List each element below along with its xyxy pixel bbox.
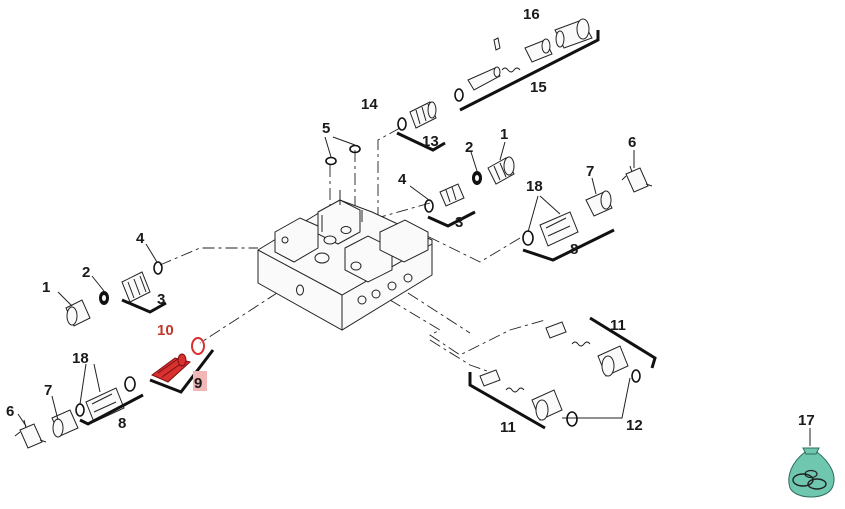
part-18-oring-left[interactable] (124, 376, 136, 392)
part-12-oring-lower[interactable] (566, 411, 578, 427)
part-15-piston[interactable] (467, 66, 501, 91)
part-labels: 16 15 14 13 5 1 6 2 7 4 18 3 8 4 2 1 3 1… (6, 6, 815, 436)
label-3-left: 3 (157, 291, 165, 308)
leader-5 (324, 136, 356, 158)
bracket-11-lower (468, 372, 546, 430)
part-11-bolt-upper[interactable] (545, 321, 567, 339)
label-9: 9 (194, 375, 202, 392)
part-3-plug-left[interactable] (121, 271, 151, 303)
part-12-oring-upper[interactable] (631, 369, 641, 383)
label-8-left: 8 (118, 415, 126, 432)
label-10: 10 (157, 322, 174, 339)
label-18-right: 18 (526, 178, 543, 195)
part-18-screen-left[interactable] (85, 387, 125, 423)
part-9-highlight-box (193, 371, 207, 391)
label-4-right: 4 (398, 171, 407, 188)
part-11-spring-lower[interactable] (505, 387, 525, 393)
part-7-plug-right[interactable] (585, 190, 613, 217)
part-9-valve[interactable] (151, 353, 192, 383)
bracket-8-left (79, 393, 144, 426)
label-4-left: 4 (136, 230, 145, 247)
leaders-right (409, 141, 506, 201)
label-1-left: 1 (42, 279, 50, 296)
label-18-left: 18 (72, 350, 89, 367)
label-1-right: 1 (500, 126, 508, 143)
label-7-right: 7 (586, 163, 594, 180)
part-15-spring[interactable] (501, 67, 521, 73)
label-2-left: 2 (82, 264, 90, 281)
bracket-9 (149, 349, 215, 394)
label-14: 14 (361, 96, 378, 113)
part-10-oring[interactable] (191, 337, 205, 355)
bracket-3-left (121, 298, 167, 314)
valve-body[interactable] (257, 190, 433, 331)
part-4-oring-right[interactable] (424, 199, 434, 213)
leaders-left (57, 243, 158, 307)
part-1-plug-left[interactable] (65, 299, 91, 327)
label-3-right: 3 (455, 214, 463, 231)
label-5: 5 (322, 120, 330, 137)
part-7-plug-left[interactable] (51, 409, 79, 438)
label-8-right: 8 (570, 241, 578, 258)
part-11-plug-lower[interactable] (531, 389, 563, 421)
part-16-cylinder[interactable] (554, 18, 593, 49)
leaders-right-18 (527, 150, 635, 233)
label-6-left: 6 (6, 403, 14, 420)
label-2-right: 2 (465, 139, 473, 156)
part-18-screen-right[interactable] (539, 211, 579, 247)
bracket-8-right (522, 228, 615, 262)
label-16: 16 (523, 6, 540, 23)
part-5-oring-a[interactable] (325, 156, 337, 166)
part-18-oring-right[interactable] (522, 230, 534, 246)
part-11-spring-upper[interactable] (571, 341, 591, 347)
label-13: 13 (422, 133, 439, 150)
label-17: 17 (798, 412, 815, 429)
bracket-15 (459, 30, 600, 112)
part-2-ring-left[interactable] (99, 291, 109, 305)
part-14-oring[interactable] (397, 117, 407, 131)
label-11-upper: 11 (610, 317, 626, 334)
bracket-11-upper (589, 316, 657, 369)
part-15-oring[interactable] (454, 88, 464, 102)
part-4-oring-left[interactable] (153, 261, 163, 275)
part-18-ring-left[interactable] (75, 403, 85, 417)
bracket-3-right (427, 210, 476, 228)
part-17-seal-kit-bag[interactable] (788, 447, 835, 498)
label-12: 12 (626, 417, 643, 434)
leaders-left-18 (17, 363, 101, 427)
part-2-ring-right[interactable] (472, 171, 482, 185)
label-7-left: 7 (44, 382, 52, 399)
part-11-plug-upper[interactable] (597, 345, 629, 377)
label-6-right: 6 (628, 134, 636, 151)
bracket-13 (396, 131, 446, 152)
part-13-plug[interactable] (409, 101, 437, 129)
part-15-pin[interactable] (493, 37, 501, 51)
part-5-oring-b[interactable] (349, 144, 361, 154)
part-6-cap-left[interactable] (14, 419, 47, 449)
part-6-cap-right[interactable] (621, 165, 653, 193)
label-11-lower: 11 (500, 419, 516, 436)
label-15: 15 (530, 79, 547, 96)
part-1-plug-right[interactable] (487, 156, 515, 185)
part-15-sleeve[interactable] (524, 38, 553, 63)
part-3-plug-right[interactable] (439, 183, 465, 207)
part-11-bolt-lower[interactable] (479, 369, 501, 387)
